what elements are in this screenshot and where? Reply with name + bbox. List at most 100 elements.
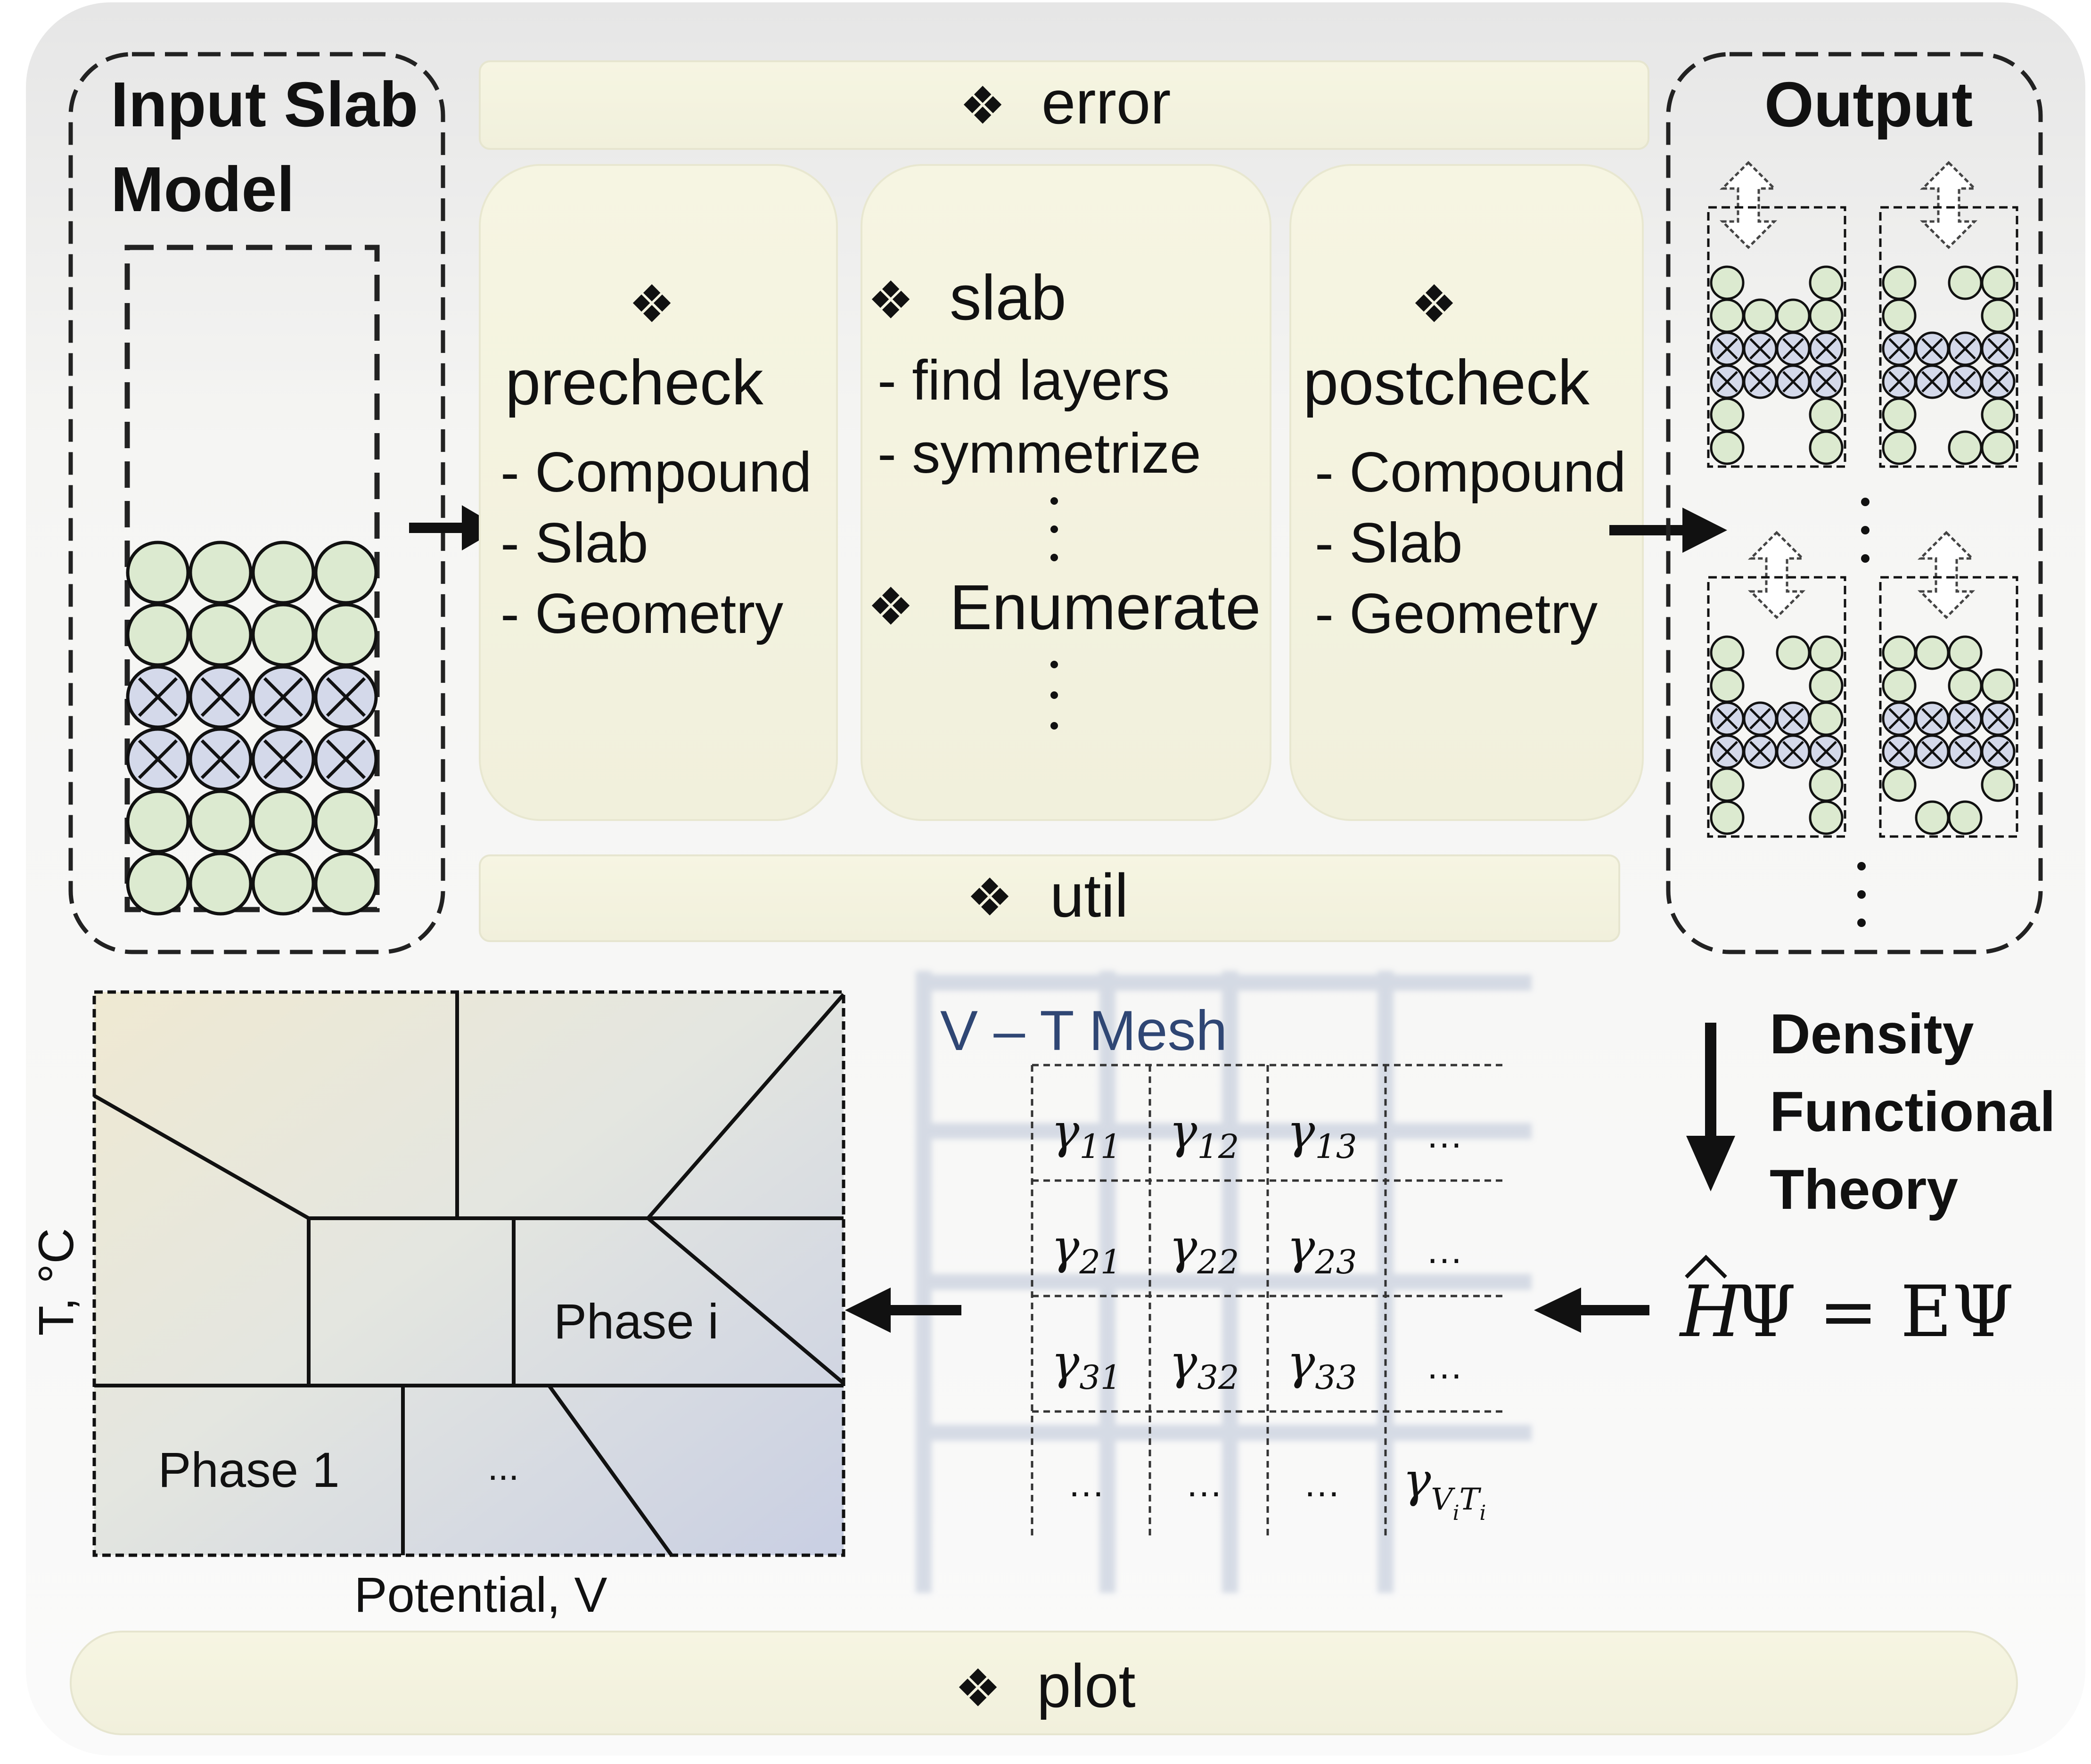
output-slab (1879, 206, 2018, 468)
postcheck-item-slab: - Slab (1315, 511, 1462, 574)
substrate-atom (1915, 364, 1950, 399)
substrate-atom (1809, 364, 1844, 399)
substrate-atom (1776, 364, 1811, 399)
mesh-shadow-grid (916, 971, 1532, 1593)
plot-module: ❖ plot (70, 1631, 2018, 1735)
phase-1-label: Phase 1 (158, 1443, 339, 1498)
surface-atom (1948, 635, 1983, 670)
util-label: util (1050, 861, 1128, 930)
surface-atom (251, 789, 315, 853)
dft-line3: Theory (1770, 1158, 1958, 1221)
slab-item-symmetrize: - symmetrize (877, 422, 1201, 485)
substrate-atom (1710, 364, 1745, 399)
precheck-title: precheck (505, 347, 763, 418)
postcheck-item-geometry: - Geometry (1315, 582, 1598, 645)
surface-atom (1809, 298, 1844, 333)
plot-label: plot (1037, 1651, 1136, 1720)
substrate-atom (1915, 331, 1950, 366)
surface-atom (189, 603, 253, 667)
hat-icon (1685, 1255, 1727, 1279)
diamond-icon: ❖ (629, 274, 675, 334)
substrate-atom (1776, 331, 1811, 366)
surface-atom (1710, 800, 1745, 835)
down-arrow-icon (1686, 1136, 1735, 1191)
surface-atom (1948, 668, 1983, 703)
precheck-module: ❖ precheck - Compound - Slab - Geometry (479, 164, 838, 821)
substrate-atom (1809, 734, 1844, 769)
substrate-atom (1776, 734, 1811, 769)
mesh-cell: γ13 (1287, 1104, 1357, 1166)
substrate-atom (189, 665, 253, 729)
output-slab (1879, 576, 2018, 838)
postcheck-module: ❖ postcheck - Compound - Slab - Geometry (1289, 164, 1644, 821)
surface-atom (1981, 767, 2016, 802)
surface-atom (126, 852, 190, 916)
dft-line1: Density (1770, 1002, 1974, 1066)
precheck-item-slab: - Slab (500, 511, 648, 574)
substrate-atom (1710, 701, 1745, 736)
util-module: ❖ util (479, 854, 1620, 942)
substrate-atom (251, 665, 315, 729)
surface-atom (1882, 265, 1917, 300)
substrate-atom (1882, 734, 1917, 769)
substrate-atom (1882, 701, 1917, 736)
diamond-icon: ❖ (868, 576, 914, 637)
mesh-cell: … (1426, 1114, 1463, 1156)
substrate-atom (1915, 734, 1950, 769)
mesh-cell: γ21 (1051, 1219, 1122, 1281)
x-axis-label: Potential, V (354, 1567, 607, 1623)
surface-atom (1948, 800, 1983, 835)
phase-boundaries (93, 992, 845, 1557)
substrate-atom (314, 727, 378, 791)
slab-cell-box (124, 245, 380, 912)
surface-atom (1776, 635, 1811, 670)
surface-atom (1710, 397, 1745, 432)
phase-diagram: Phase i Phase 1 ... Potential, V T, °C (29, 990, 845, 1623)
slab-module: ❖ slab - find layers - symmetrize ❖ Enum… (861, 164, 1271, 821)
surface-atom (1882, 298, 1917, 333)
surface-atom (126, 603, 190, 667)
output-slab (1707, 576, 1846, 838)
double-arrow-icon (1747, 531, 1806, 619)
mesh-title: V – T Mesh (940, 999, 1227, 1062)
phase-ellipsis-label: ... (488, 1446, 519, 1488)
mesh-cell: γ23 (1287, 1219, 1357, 1281)
substrate-atom (1743, 734, 1778, 769)
substrate-atom (1981, 331, 2016, 366)
surface-atom (1809, 397, 1844, 432)
surface-atom (314, 541, 378, 605)
surface-atom (1915, 800, 1950, 835)
schrodinger-equation: H Ψ = EΨ (1679, 1255, 2014, 1353)
surface-atom (1882, 397, 1917, 432)
postcheck-item-compound: - Compound (1315, 441, 1626, 504)
substrate-atom (189, 727, 253, 791)
y-axis-label: T, °C (29, 1228, 84, 1336)
surface-atom (1948, 430, 1983, 465)
surface-atom (1981, 430, 2016, 465)
mesh-cell: … (1303, 1462, 1341, 1504)
surface-atom (1776, 298, 1811, 333)
substrate-atom (251, 727, 315, 791)
output-panel-border (1666, 52, 2043, 954)
surface-atom (1710, 767, 1745, 802)
substrate-atom (1710, 734, 1745, 769)
surface-atom (1710, 635, 1745, 670)
slab-item-find-layers: - find layers (877, 349, 1170, 412)
surface-atom (1809, 800, 1844, 835)
slab-title: slab (950, 262, 1066, 333)
substrate-atom (1981, 734, 2016, 769)
double-arrow-icon (1919, 161, 1978, 249)
slab-enumerate: Enumerate (950, 572, 1261, 643)
surface-atom (1948, 265, 1983, 300)
arrow-dft-to-mesh (1534, 1288, 1649, 1333)
substrate-atom (1776, 701, 1811, 736)
diamond-icon: ❖ (955, 1658, 1001, 1718)
output-title: Output (1764, 69, 1973, 140)
surface-atom (1882, 430, 1917, 465)
substrate-atom (1809, 331, 1844, 366)
input-title-line2: Model (111, 154, 295, 225)
double-arrow-icon (1917, 531, 1976, 619)
surface-atom (189, 789, 253, 853)
